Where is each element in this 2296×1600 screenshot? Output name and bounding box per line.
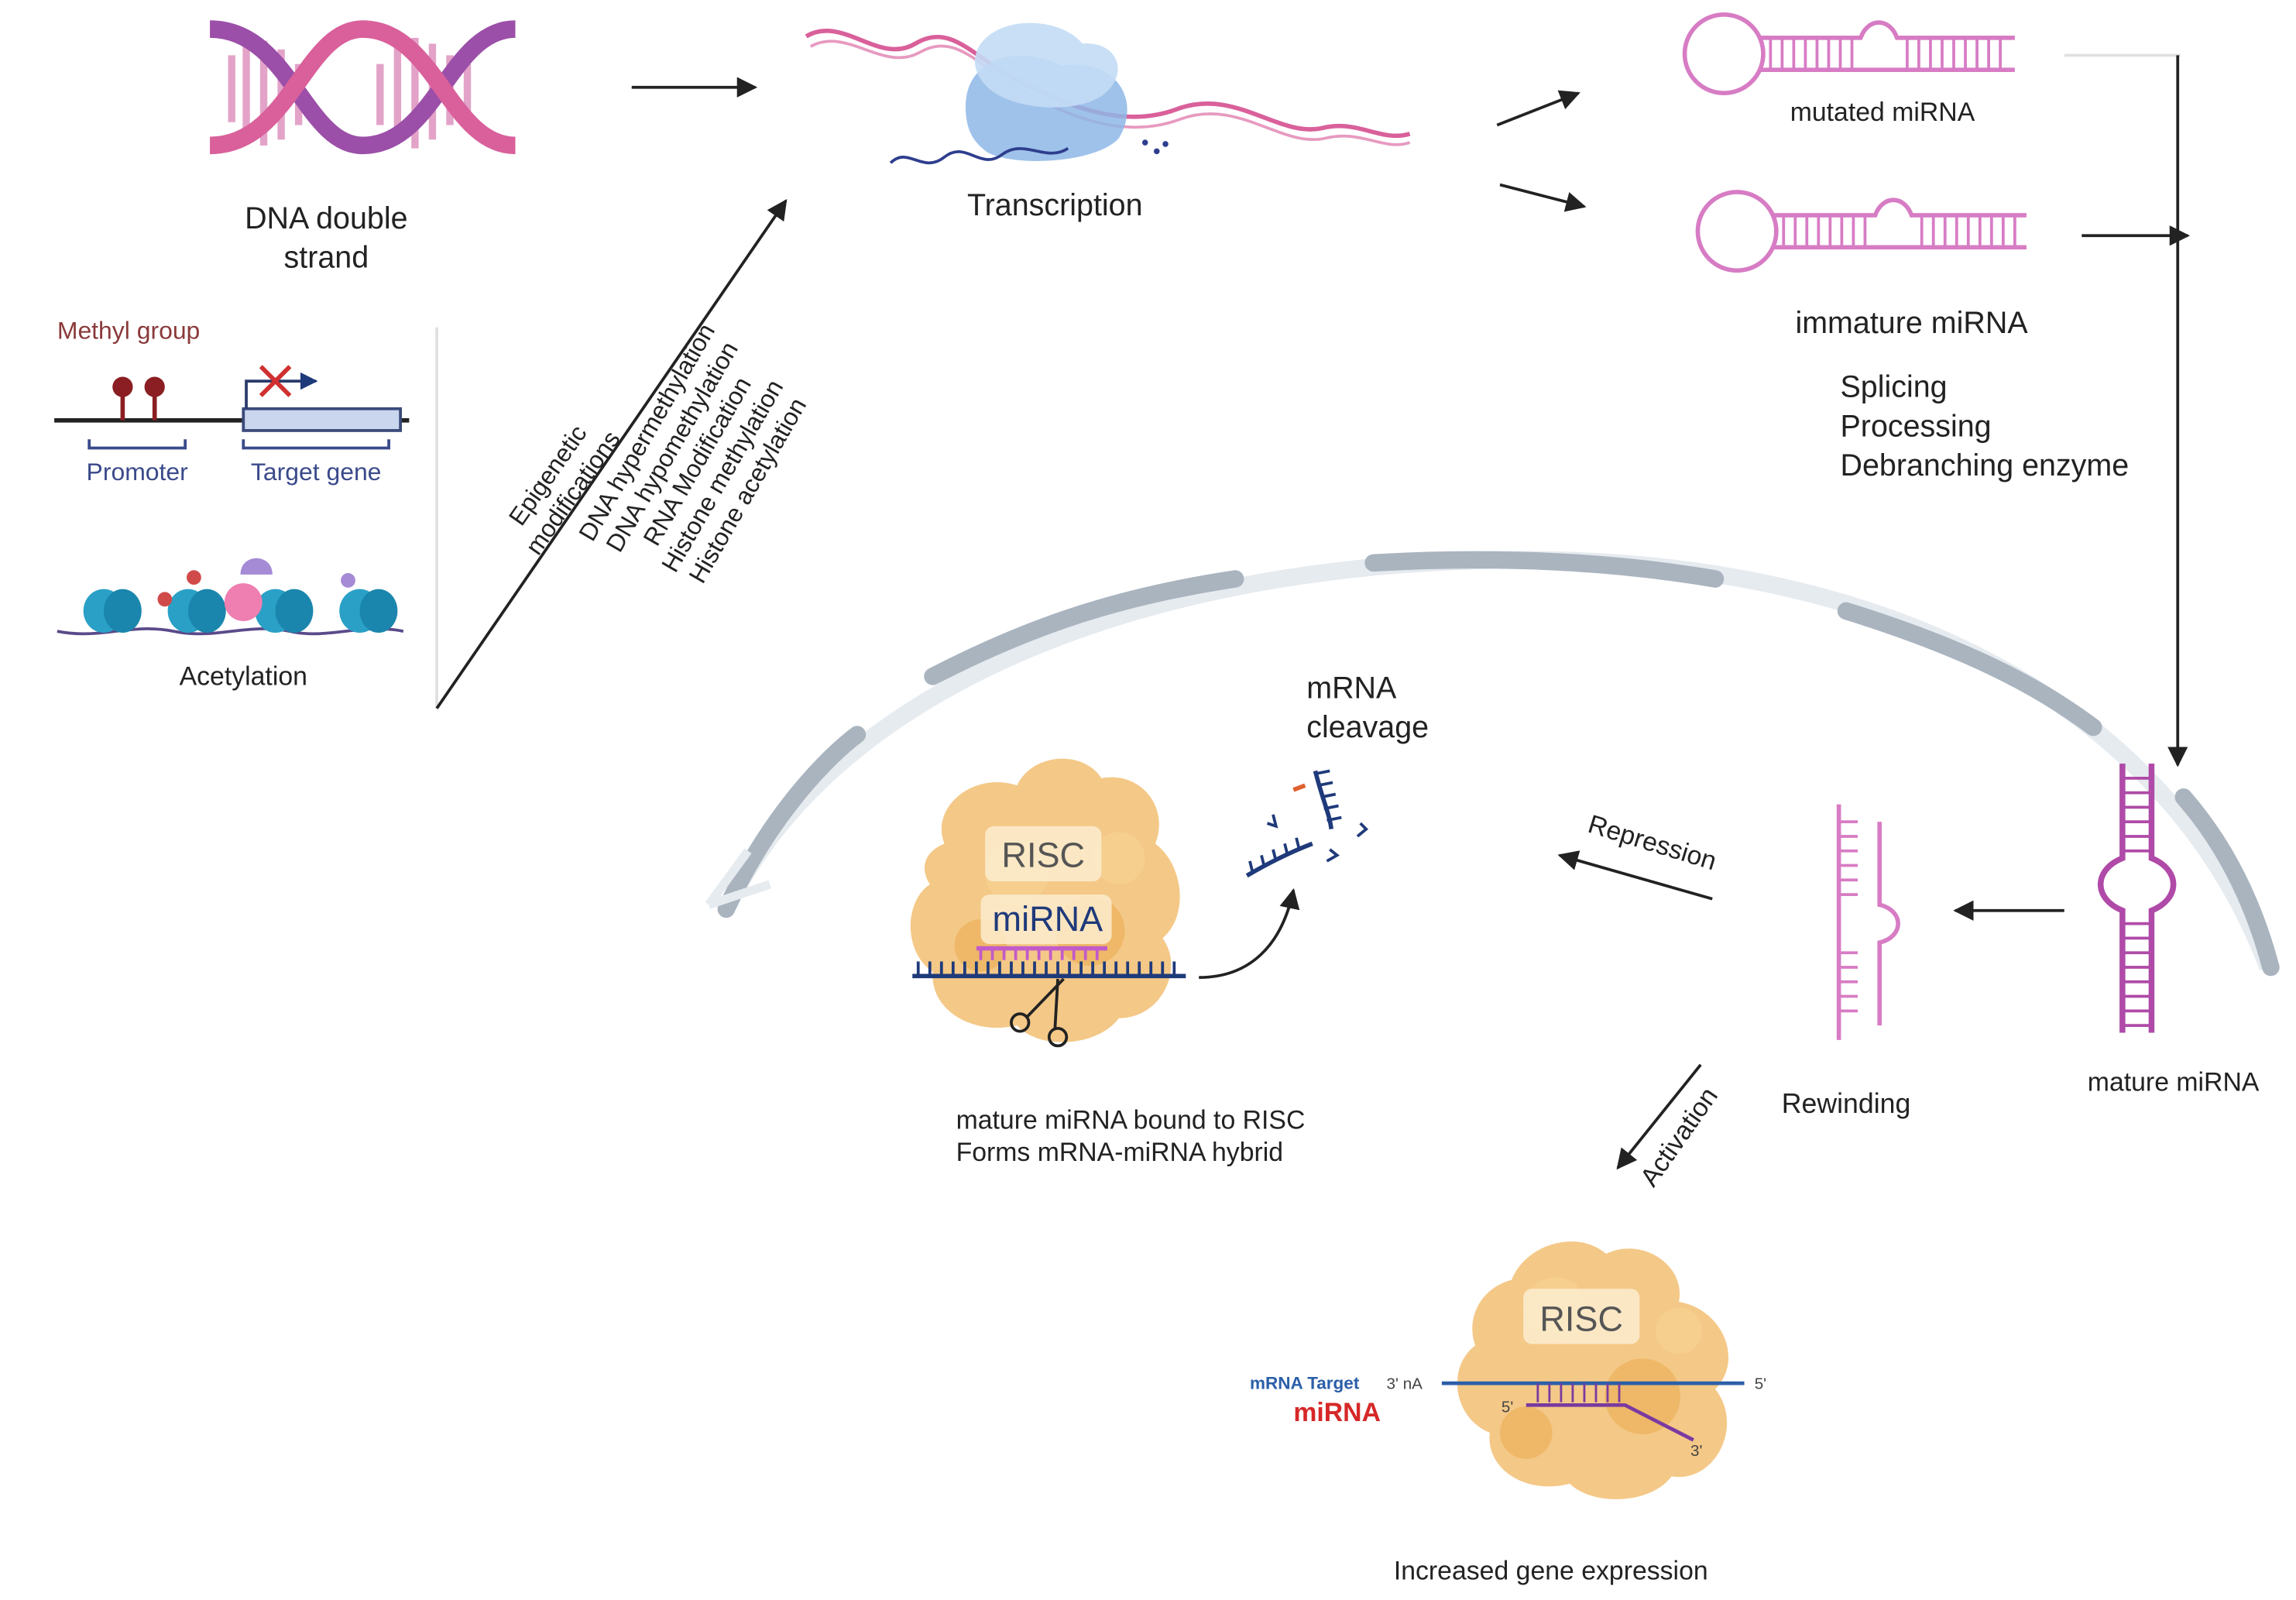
rewinding-mirna-icon [1836, 804, 1900, 1040]
three-prime-na-label: 3' nA [1387, 1375, 1423, 1393]
bound-risc-line1: mature miRNA bound to RISC [956, 1105, 1306, 1135]
immature-mirna-hairpin-icon [1695, 190, 2027, 273]
acetylation-label: Acetylation [180, 662, 307, 692]
mirna-red-label: miRNA [1293, 1398, 1381, 1427]
risc-complex-activation-icon [1457, 1241, 1729, 1499]
arrow-to-mutated-mirna [1496, 90, 1580, 127]
risc-label-box [985, 826, 1102, 882]
rewinding-label: Rewinding [1782, 1088, 1911, 1119]
methyl-group-label: Methyl group [57, 317, 200, 345]
increased-gene-expression-label: Increased gene expression [1394, 1557, 1708, 1586]
five-prime-inner-label: 5' [1501, 1399, 1513, 1416]
methyl-group-icon [144, 376, 165, 397]
risc-top-label: RISC [1001, 835, 1085, 874]
arrow-epigenetic-to-transcription [435, 199, 788, 709]
rna-polymerase-icon [805, 22, 1411, 165]
arrow-activation [1616, 1063, 1702, 1170]
risc-mirna-label: miRNA [993, 899, 1103, 939]
risc-bottom-label-box [1523, 1289, 1640, 1344]
nucleosome-acetylation-icon [57, 558, 404, 636]
activation-label: Activation [1635, 1082, 1724, 1192]
mature-mirna-label: mature miRNA [2088, 1068, 2260, 1097]
debranching-enzyme-label: Debranching enzyme [1841, 448, 2130, 482]
five-prime-right-label: 5' [1755, 1375, 1766, 1393]
arrow-repression [1557, 850, 1713, 901]
mrna-cleavage-line2: cleavage [1306, 710, 1429, 744]
dna-label-line2: strand [284, 241, 369, 275]
risc-bottom-label: RISC [1539, 1300, 1623, 1339]
promoter-label: Promoter [87, 458, 189, 486]
mrna-cleavage-line1: mRNA [1306, 671, 1397, 706]
processing-label: Processing [1841, 409, 1992, 443]
target-gene-label: Target gene [251, 458, 382, 486]
modification-list: DNA hypermethylation DNA hypomethylation… [573, 318, 812, 587]
mrna-target-label: mRNA Target [1250, 1374, 1360, 1393]
dna-helix-icon [209, 20, 517, 155]
risc-mirna-label-box [980, 894, 1112, 944]
mrna-mirna-duplex [912, 946, 1186, 979]
three-prime-inner-label: 3' [1690, 1442, 1702, 1460]
arrow-to-cleavage [1199, 888, 1300, 980]
splicing-label: Splicing [1841, 370, 1948, 404]
immature-mirna-label: immature miRNA [1795, 306, 2028, 340]
mrna-target-duplex [1441, 1381, 1745, 1442]
methyl-group-icon [112, 376, 133, 397]
cleaved-mrna-fragments-icon [1245, 769, 1369, 878]
repression-label: Repression [1584, 809, 1720, 876]
mature-mirna-icon [2098, 764, 2177, 1033]
mutated-mirna-hairpin-icon [1682, 12, 2015, 96]
transcription-label: Transcription [967, 188, 1142, 222]
mutated-mirna-label: mutated miRNA [1790, 98, 1975, 127]
bound-risc-line2: Forms mRNA-miRNA hybrid [956, 1138, 1284, 1167]
cell-membrane-arc [705, 551, 2280, 977]
cross-icon [259, 365, 292, 397]
methylation-gene-diagram [54, 365, 410, 450]
dna-label-line1: DNA double [245, 201, 407, 235]
arrow-to-immature-mirna [1499, 183, 1587, 212]
scissors-icon [1010, 977, 1069, 1048]
